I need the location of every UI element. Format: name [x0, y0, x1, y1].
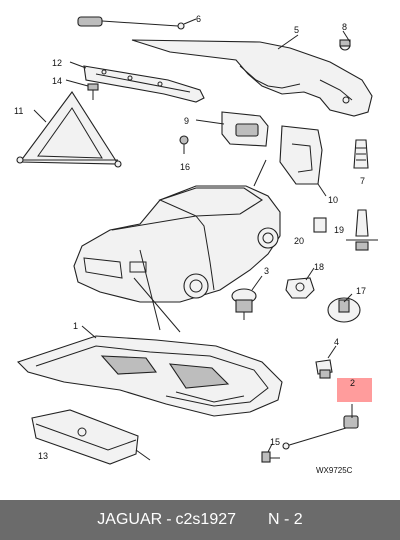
- foam-pad-13[interactable]: [31, 409, 151, 465]
- clip-4[interactable]: [315, 345, 337, 379]
- footer-separator: -: [166, 511, 172, 528]
- callout-label-4: 4: [334, 337, 339, 347]
- callout-label-20: 20: [294, 236, 304, 246]
- screw-16[interactable]: [179, 135, 189, 154]
- callout-label-17: 17: [356, 286, 366, 296]
- callout-label-7: 7: [360, 176, 365, 186]
- warning-triangle[interactable]: [16, 91, 122, 168]
- push-clip-19[interactable]: [346, 209, 378, 251]
- callout-label-3: 3: [264, 266, 269, 276]
- callout-label-14: 14: [52, 76, 62, 86]
- callout-label-5: 5: [294, 25, 299, 35]
- callout-label-9: 9: [184, 116, 189, 126]
- bonnet-seal-strip[interactable]: [131, 34, 373, 117]
- clip-18[interactable]: [285, 267, 315, 299]
- fastener-7[interactable]: [353, 139, 369, 169]
- callout-label-13: 13: [38, 451, 48, 461]
- footer-brand: JAGUAR: [97, 511, 163, 528]
- trim-panel-9[interactable]: [195, 111, 269, 147]
- footer-bar: JAGUAR - c2s1927 N - 2: [0, 500, 400, 540]
- label-20[interactable]: [313, 217, 327, 233]
- bracket-10[interactable]: [279, 125, 327, 197]
- bolt-15[interactable]: [261, 443, 280, 463]
- undertray-panel[interactable]: [16, 325, 283, 417]
- gas-strut-top[interactable]: [77, 16, 197, 30]
- footer-page: N - 2: [268, 511, 303, 528]
- callout-label-2: 2: [350, 378, 355, 388]
- jaguar-car-illustration: [73, 159, 281, 303]
- clip-8[interactable]: [339, 30, 351, 51]
- footer-part-number: c2s1927: [175, 511, 237, 528]
- callout-label-8: 8: [342, 22, 347, 32]
- gas-strut-bottom[interactable]: [282, 404, 359, 450]
- bolt-14[interactable]: [65, 79, 99, 100]
- callout-label-18: 18: [314, 262, 324, 272]
- washer-17[interactable]: [327, 293, 361, 323]
- callout-label-19: 19: [334, 225, 344, 235]
- callout-label-15: 15: [270, 437, 280, 447]
- bump-stop-3[interactable]: [231, 275, 263, 320]
- callout-label-10: 10: [328, 195, 338, 205]
- drawing-code: WX9725C: [316, 466, 353, 475]
- callout-label-6: 6: [196, 14, 201, 24]
- bracket-rail[interactable]: [69, 61, 205, 103]
- callout-label-1: 1: [73, 321, 78, 331]
- callout-label-11: 11: [14, 106, 23, 116]
- callout-label-16: 16: [180, 162, 190, 172]
- callout-label-12: 12: [52, 58, 62, 68]
- callout-2-highlight: [337, 378, 372, 402]
